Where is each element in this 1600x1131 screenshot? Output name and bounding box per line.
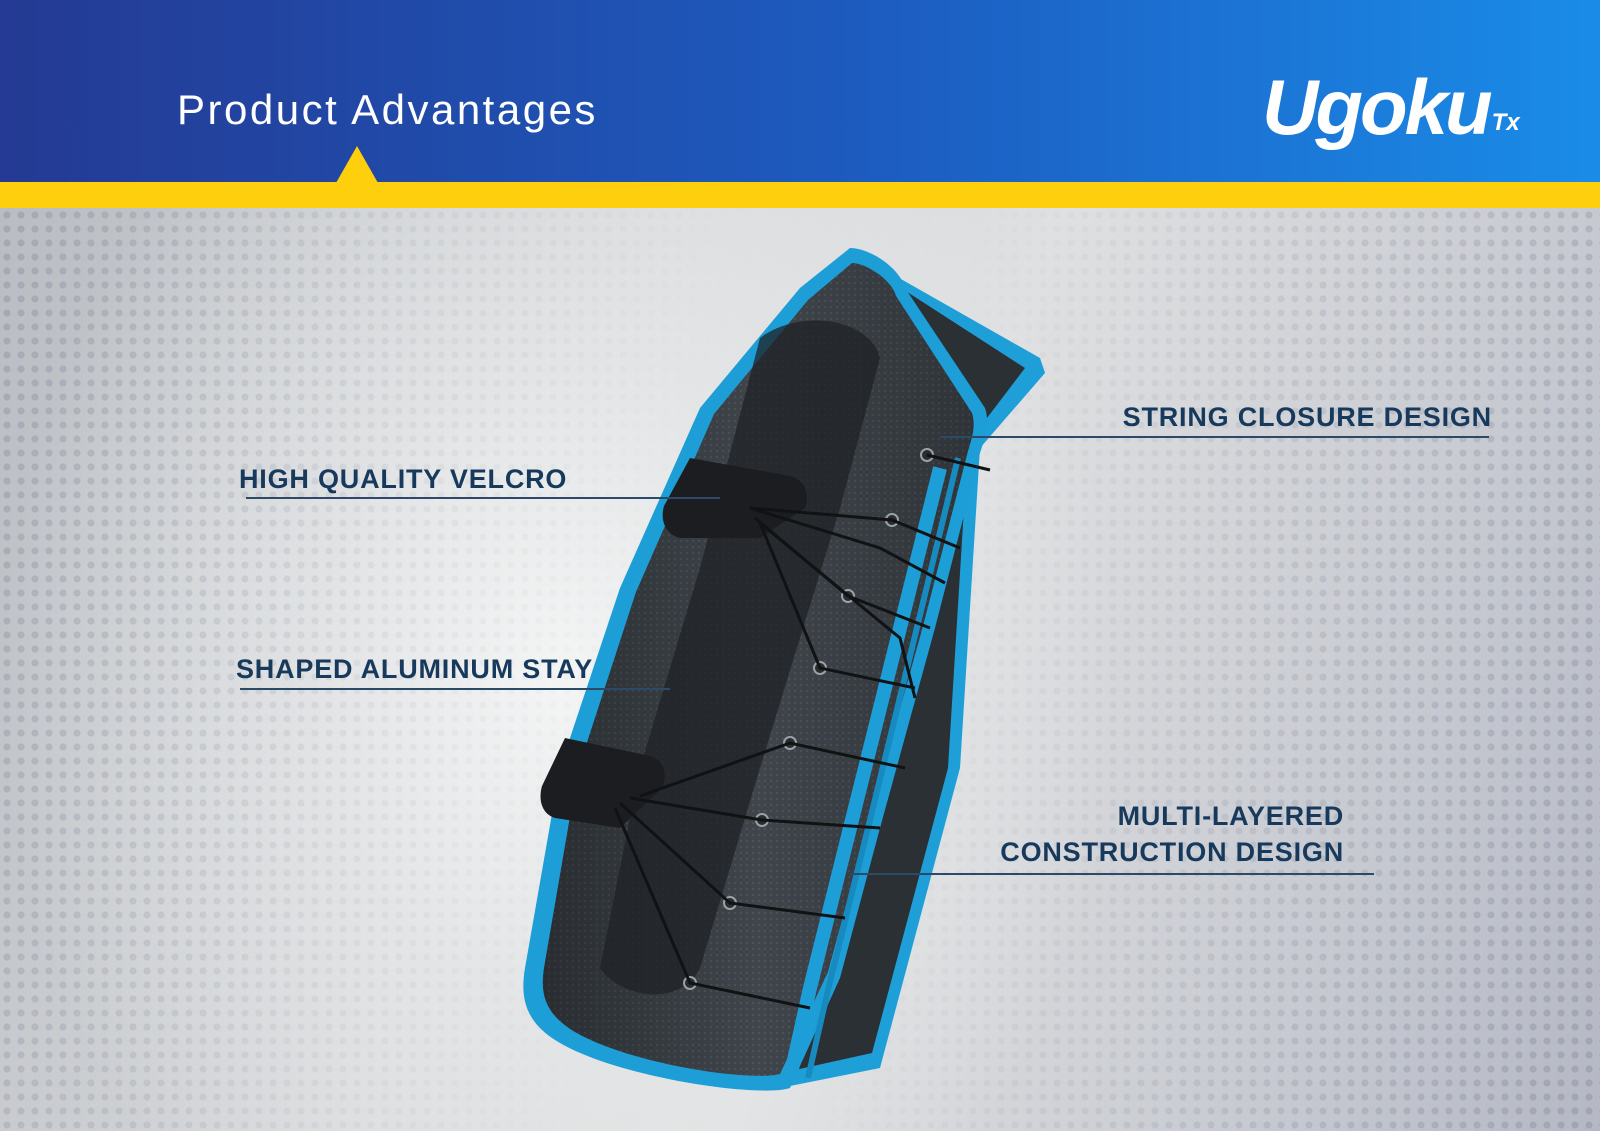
leader-line-aluminum-stay xyxy=(240,688,670,690)
logo-wordmark: Ugoku xyxy=(1262,63,1493,151)
brace-edge-trim xyxy=(783,466,947,1080)
callout-aluminum-stay: SHAPED ALUMINUM STAY xyxy=(236,654,594,684)
velcro-strap-top xyxy=(662,458,807,538)
header-banner: Product Advantages UgokuTx xyxy=(0,0,1600,182)
page-title: Product Advantages xyxy=(177,86,598,133)
title-pointer-triangle xyxy=(336,146,378,183)
elastic-laces xyxy=(613,453,991,1010)
wrist-brace-image xyxy=(523,248,1045,1091)
leader-line-string-closure xyxy=(940,436,1489,438)
velcro-strap-bottom xyxy=(540,738,665,828)
aluminum-stay xyxy=(600,320,880,995)
brand-logo: UgokuTx xyxy=(1262,68,1520,146)
callout-velcro: HIGH QUALITY VELCRO xyxy=(239,464,568,494)
logo-suffix: Tx xyxy=(1491,109,1520,136)
product-showcase: STRING CLOSURE DESIGN HIGH QUALITY VELCR… xyxy=(0,208,1600,1131)
callout-multi-layered-line1: MULTI-LAYERED xyxy=(1117,801,1344,831)
callout-multi-layered-line2: CONSTRUCTION DESIGN xyxy=(1000,837,1344,867)
leader-line-velcro xyxy=(246,497,720,499)
callout-multi-layered: MULTI-LAYERED CONSTRUCTION DESIGN xyxy=(1000,798,1344,870)
accent-band xyxy=(0,182,1600,208)
callout-string-closure: STRING CLOSURE DESIGN xyxy=(1122,402,1492,432)
leader-line-multi-layered xyxy=(850,873,1374,875)
